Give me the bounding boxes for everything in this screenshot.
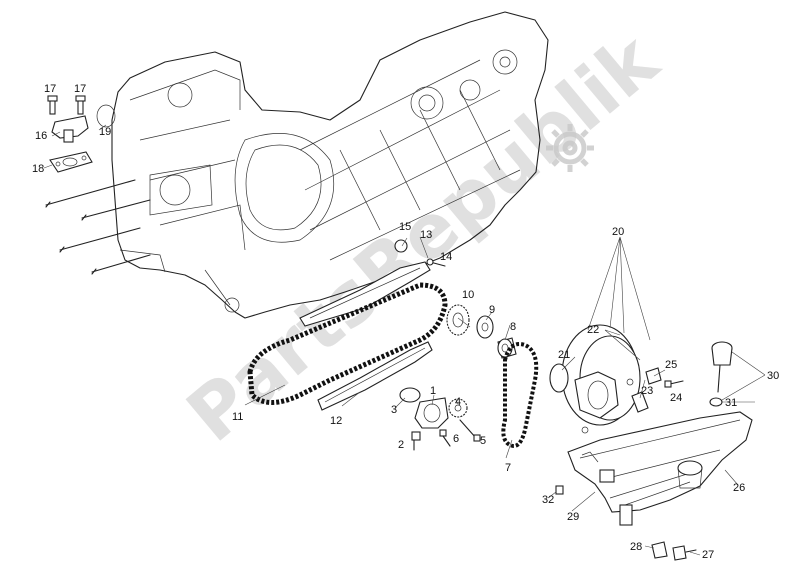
part-label-14: 14: [440, 251, 452, 263]
oil-pump: [399, 387, 481, 451]
part-label-32: 32: [542, 494, 554, 506]
part-label-8: 8: [510, 321, 516, 333]
oil-pump-chain: [501, 342, 539, 448]
part-label-19: 19: [99, 126, 111, 138]
part-label-20: 20: [612, 226, 624, 238]
part-label-27: 27: [702, 549, 714, 561]
leader-lines: [43, 124, 766, 556]
part-label-30: 30: [767, 370, 779, 382]
chain-guides: [299, 239, 446, 411]
cylinder-studs: [45, 179, 151, 275]
part-label-24: 24: [670, 392, 682, 404]
dipstick: [709, 341, 733, 407]
part-label-15: 15: [399, 221, 411, 233]
part-label-9: 9: [489, 304, 495, 316]
part-label-13: 13: [420, 229, 432, 241]
part-label-17b: 17: [74, 83, 86, 95]
part-label-10: 10: [462, 289, 474, 301]
part-label-31: 31: [725, 397, 737, 409]
part-label-5: 5: [480, 435, 486, 447]
part-label-4: 4: [455, 396, 461, 408]
cover-plate: [549, 324, 684, 434]
oil-sump: [567, 411, 753, 526]
part-label-28: 28: [630, 541, 642, 553]
gear-icon: [546, 124, 594, 172]
part-label-7: 7: [505, 462, 511, 474]
part-label-6: 6: [453, 433, 459, 445]
part-label-25: 25: [665, 359, 677, 371]
sprockets: [446, 304, 517, 359]
chain-tensioner-assembly: [47, 95, 116, 173]
timing-chain: [247, 282, 448, 405]
part-label-26: 26: [733, 482, 745, 494]
part-label-17a: 17: [44, 83, 56, 95]
part-label-1: 1: [430, 385, 436, 397]
part-label-22: 22: [587, 324, 599, 336]
part-label-16: 16: [35, 130, 47, 142]
part-label-18: 18: [32, 163, 44, 175]
part-label-12: 12: [330, 415, 342, 427]
drain-parts: [555, 485, 697, 561]
part-label-11: 11: [232, 411, 243, 423]
part-label-3: 3: [391, 404, 397, 416]
part-label-21: 21: [558, 349, 570, 361]
part-label-2: 2: [398, 439, 404, 451]
part-label-23: 23: [641, 385, 653, 397]
part-label-29: 29: [567, 511, 579, 523]
part-number-labels: 1 2 3 4 5 6 7 8 9 10 11 12 13 14 15 16 1…: [32, 83, 779, 561]
crankcase: [111, 11, 549, 319]
